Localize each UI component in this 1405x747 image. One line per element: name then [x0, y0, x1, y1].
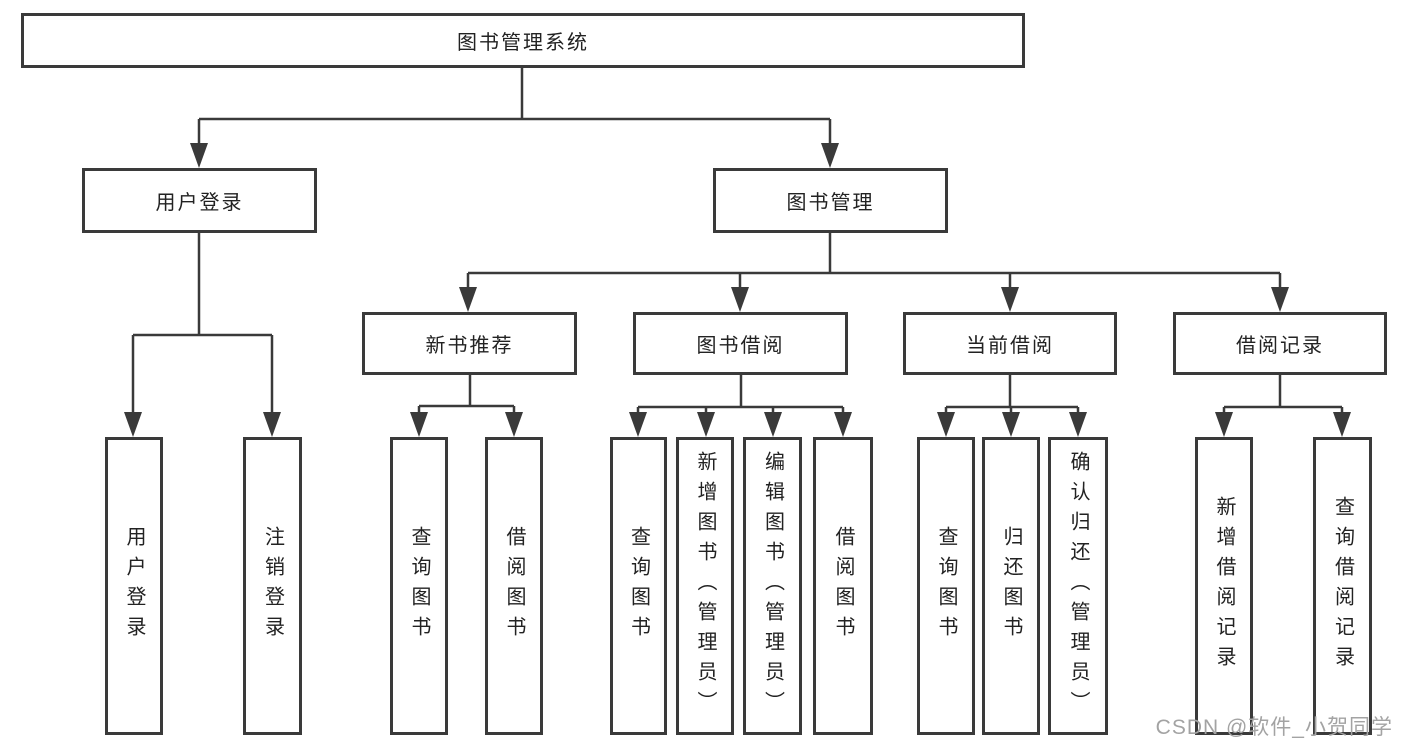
- node-book-management: 图书管理: [713, 168, 948, 233]
- leaf-query-books-borrowing-label: 查询图书: [627, 526, 650, 646]
- node-current-borrowing-label: 当前借阅: [966, 335, 1054, 357]
- node-new-book-recommend-label: 新书推荐: [425, 335, 514, 357]
- leaf-user-login-label: 用户登录: [123, 526, 145, 646]
- leaf-add-borrow-record-label: 新增借阅记录: [1213, 496, 1235, 676]
- leaf-return-books-label: 归还图书: [1000, 526, 1022, 646]
- leaf-borrow-books-recommend-label: 借阅图书: [503, 526, 525, 646]
- node-user-login-label: 用户登录: [155, 192, 244, 214]
- arrowheads: [124, 143, 1351, 437]
- leaf-borrow-books-recommend: 借阅图书: [485, 437, 543, 735]
- node-root-label: 图书管理系统: [457, 32, 589, 54]
- node-current-borrowing: 当前借阅: [903, 312, 1117, 375]
- node-book-borrowing: 图书借阅: [633, 312, 848, 375]
- leaf-edit-books-admin-label: 编辑图书（管理员）: [761, 451, 784, 721]
- node-user-login: 用户登录: [82, 168, 317, 233]
- node-book-borrowing-label: 图书借阅: [696, 335, 785, 357]
- leaf-query-books-recommend: 查询图书: [390, 437, 448, 735]
- leaf-query-borrow-record-label: 查询借阅记录: [1331, 496, 1354, 676]
- node-borrowing-records-label: 借阅记录: [1236, 335, 1324, 357]
- leaf-borrow-books-label: 借阅图书: [832, 526, 854, 646]
- leaf-confirm-return-admin-label: 确认归还（管理员）: [1067, 451, 1089, 721]
- leaf-add-borrow-record: 新增借阅记录: [1195, 437, 1253, 735]
- leaf-user-login: 用户登录: [105, 437, 163, 735]
- leaf-add-books-admin: 新增图书（管理员）: [676, 437, 734, 735]
- leaf-confirm-return-admin: 确认归还（管理员）: [1048, 437, 1108, 735]
- leaf-borrow-books: 借阅图书: [813, 437, 873, 735]
- csdn-watermark: CSDN @软件_小贺同学: [1155, 716, 1393, 739]
- node-root: 图书管理系统: [21, 13, 1025, 68]
- node-borrowing-records: 借阅记录: [1173, 312, 1387, 375]
- leaf-query-books-recommend-label: 查询图书: [408, 526, 430, 646]
- leaf-add-books-admin-label: 新增图书（管理员）: [694, 451, 716, 721]
- node-new-book-recommend: 新书推荐: [362, 312, 577, 375]
- node-book-management-label: 图书管理: [786, 192, 875, 214]
- leaf-edit-books-admin: 编辑图书（管理员）: [743, 437, 802, 735]
- leaf-query-borrow-record: 查询借阅记录: [1313, 437, 1372, 735]
- leaf-logout-label: 注销登录: [261, 526, 284, 646]
- leaf-logout: 注销登录: [243, 437, 302, 735]
- leaf-query-books-borrowing: 查询图书: [610, 437, 667, 735]
- leaf-query-books-current-label: 查询图书: [935, 526, 957, 646]
- leaf-return-books: 归还图书: [982, 437, 1040, 735]
- leaf-query-books-current: 查询图书: [917, 437, 975, 735]
